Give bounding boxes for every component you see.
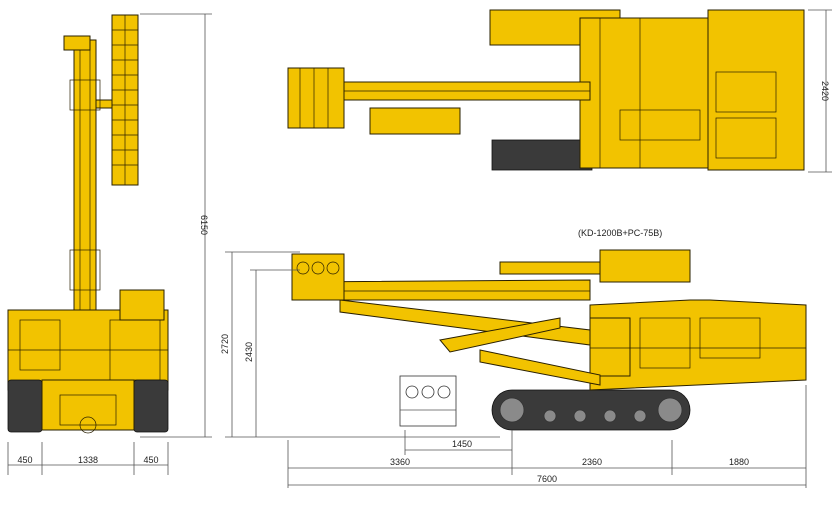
undercarriage-detail	[59, 394, 117, 434]
side-body-detail	[590, 317, 806, 369]
side-drill-head	[291, 253, 345, 301]
dim-height-boom-max: 2720	[220, 334, 230, 354]
side-cab	[589, 317, 631, 377]
side-dimensions: 2720 2430 1450 3360 2360 1880 7600	[220, 251, 807, 488]
side-body	[589, 299, 807, 391]
right-track	[133, 379, 169, 433]
front-body-detail	[8, 319, 168, 381]
dim-length-overall: 7600	[537, 474, 557, 484]
mast-head	[63, 35, 91, 51]
rack-bracket	[95, 99, 113, 109]
undercarriage	[41, 379, 135, 431]
top-dimensions: 2420	[808, 9, 832, 173]
top-engine-deck	[707, 9, 805, 171]
side-boom-brace	[479, 349, 601, 386]
top-drill-head	[287, 67, 345, 129]
side-rotation-unit	[599, 249, 691, 283]
dim-length-boom: 3360	[390, 457, 410, 467]
top-track	[491, 139, 593, 171]
top-drill-head-detail	[299, 68, 329, 128]
dim-front-right: 450	[143, 455, 158, 465]
dim-reach-front: 1450	[452, 439, 472, 449]
side-boom-cylinder	[439, 317, 561, 353]
rod-rack-rungs	[112, 15, 138, 185]
front-dimensions: 450 1338 450 6150	[7, 13, 212, 475]
top-boom-box	[369, 107, 461, 135]
dim-length-tail: 1880	[729, 457, 749, 467]
top-body	[579, 17, 711, 169]
dim-front-left: 450	[17, 455, 32, 465]
side-view	[291, 249, 807, 431]
dim-height-mast: 6150	[199, 215, 209, 235]
model-label: (KD-1200B+PC-75B)	[578, 228, 662, 238]
front-view	[7, 14, 169, 434]
dim-height-boom: 2430	[244, 342, 254, 362]
left-track	[7, 379, 43, 433]
dim-front-track: 1338	[78, 455, 98, 465]
top-view	[287, 9, 805, 171]
cab-block	[119, 289, 165, 321]
stowed-head-outline	[399, 375, 457, 427]
top-body-detail	[599, 18, 777, 168]
dim-length-track: 2360	[582, 457, 602, 467]
side-drill-head-detail	[296, 261, 340, 275]
side-track-rollers	[499, 397, 683, 423]
dim-width-overall: 2420	[820, 81, 830, 101]
